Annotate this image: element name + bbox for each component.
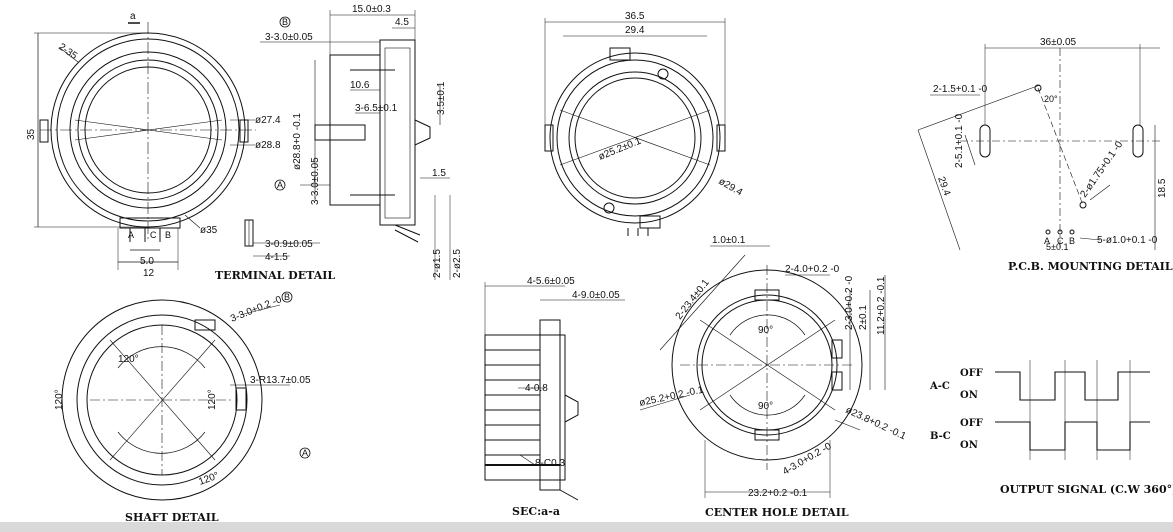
top-view xyxy=(544,18,726,236)
datum-a-marker-shaft xyxy=(299,447,311,459)
dim-d23-8-tol: ø23.8+0.2 -0.1 xyxy=(844,405,908,443)
dim-3-5: 3.5±0.1 xyxy=(436,81,447,115)
dim-90-lower: 90° xyxy=(758,401,773,412)
signal-on-1: ON xyxy=(960,390,978,401)
pin-label-c: C xyxy=(150,230,157,240)
title-shaft-detail: SHAFT DETAIL xyxy=(125,511,219,524)
dim-29-4: 29.4 xyxy=(625,25,645,36)
pin-label-a-pcb: A xyxy=(1044,236,1050,246)
dim-3-3-0-shaft: 3-3.0+0.2 -0 xyxy=(229,294,284,325)
dim-8-c0-3: 8-C0.3 xyxy=(535,458,565,469)
side-view xyxy=(260,10,451,280)
dim-3-r13-7: 3-R13.7±0.05 xyxy=(250,375,311,386)
section-label-a: a xyxy=(130,11,136,22)
dim-2-d2-5: 2-ø2.5 xyxy=(452,249,463,278)
center-hole-detail xyxy=(639,245,886,498)
dim-2-d1-75: 2-ø1.75+0.1 -0 xyxy=(1078,139,1125,200)
dim-d27-4: ø27.4 xyxy=(255,115,281,126)
dim-90-upper: 90° xyxy=(758,325,773,336)
signal-off-1: OFF xyxy=(960,368,983,379)
dim-d25-2: ø25.2±0.1 xyxy=(597,136,643,163)
datum-b-text: B xyxy=(282,17,288,27)
pin-label-a: A xyxy=(128,230,134,240)
dim-5-0: 5.0 xyxy=(140,256,154,267)
dim-4-9-0: 4-9.0±0.05 xyxy=(572,290,620,301)
dim-5-d1-0: 5-ø1.0+0.1 -0 xyxy=(1097,235,1158,246)
datum-b-marker-shaft xyxy=(281,291,293,303)
datum-a-text-shaft: A xyxy=(302,448,308,458)
dim-120-lower: 120° xyxy=(197,470,220,487)
pin-label-b: B xyxy=(165,230,171,240)
dim-3-6-5: 3-6.5±0.1 xyxy=(355,103,398,114)
title-terminal-detail: TERMINAL DETAIL xyxy=(215,269,335,282)
signal-on-2: ON xyxy=(960,440,978,451)
dim-2-3-0: 2-3.0+0.2 -0 xyxy=(844,275,855,330)
dim-120-left: 120° xyxy=(54,389,65,410)
dim-2-35: 2-35 xyxy=(56,41,79,62)
section-aa xyxy=(484,282,625,501)
shaft-detail xyxy=(61,299,290,501)
pcb-mounting-detail xyxy=(917,44,1160,251)
datum-b-marker xyxy=(279,16,291,28)
dim-15: 15.0±0.3 xyxy=(352,4,391,15)
front-view xyxy=(34,22,256,270)
dim-23-2: 23.2+0.2 -0.1 xyxy=(748,488,808,499)
dim-d25-2-tol: ø25.2+0.2 -0.1 xyxy=(638,385,705,409)
dim-120-upper: 120° xyxy=(118,354,139,365)
dim-4-0-8: 4-0.8 xyxy=(525,383,548,394)
pin-label-b-pcb: B xyxy=(1069,236,1075,246)
dim-2-0-1: 2±0.1 xyxy=(858,305,869,330)
dim-4-5: 4.5 xyxy=(395,17,409,28)
dim-3-0-9: 3-0.9±0.05 xyxy=(265,239,313,250)
terminal-detail xyxy=(244,219,320,257)
dim-d28-8-tol: ø28.8+0 -0.1 xyxy=(292,113,303,170)
title-pcb-mounting-detail: P.C.B. MOUNTING DETAIL xyxy=(1008,260,1173,273)
signal-label-bc: B-C xyxy=(930,431,951,442)
signal-label-ac: A-C xyxy=(929,381,950,392)
dim-5-0-1-pcb: 5±0.1 xyxy=(1046,242,1068,252)
dim-2-5-1: 2-5.1+0.1 -0 xyxy=(954,113,965,168)
dim-3-3-0-v: 3-3.0±0.05 xyxy=(310,157,321,205)
title-sec-aa: SEC:a-a xyxy=(512,505,560,518)
dim-20-deg: 20° xyxy=(1044,94,1058,104)
dim-4-1-5: 4-1.5 xyxy=(265,252,288,263)
dim-1-5: 1.5 xyxy=(432,168,446,179)
bottom-scroll-strip xyxy=(0,522,1173,532)
dim-d35: ø35 xyxy=(200,225,218,236)
dim-36-pcb: 36±0.05 xyxy=(1040,37,1077,48)
dim-2-d1-5: 2-ø1.5 xyxy=(432,249,443,278)
datum-b-text-shaft: B xyxy=(284,292,290,302)
output-signal-waveform xyxy=(995,360,1150,460)
title-center-hole-detail: CENTER HOLE DETAIL xyxy=(705,506,849,519)
dim-35-vertical: 35 xyxy=(26,128,37,140)
dim-120-right: 120° xyxy=(207,389,218,410)
pin-label-c-pcb: C xyxy=(1057,236,1064,246)
datum-a-text: A xyxy=(277,180,283,190)
dim-3-3-0: 3-3.0±0.05 xyxy=(265,32,313,43)
dim-1-0: 1.0±0.1 xyxy=(712,235,746,246)
dim-2-1-5-pcb: 2-1.5+0.1 -0 xyxy=(933,84,988,95)
dim-18-5: 18.5 xyxy=(1157,178,1168,198)
dim-2-4-0: 2-4.0+0.2 -0 xyxy=(785,264,840,275)
dim-d29-4: ø29.4 xyxy=(717,176,745,199)
dim-4-3-0: 4-3.0+0.2 -0 xyxy=(781,441,834,478)
title-output-signal: OUTPUT SIGNAL (C.W 360°) xyxy=(1000,483,1173,496)
datum-a-marker xyxy=(274,179,286,191)
dim-d28-8: ø28.8 xyxy=(255,140,281,151)
signal-off-2: OFF xyxy=(960,418,983,429)
dim-11-2: 11.2+0.2 -0.1 xyxy=(876,276,887,335)
dim-12: 12 xyxy=(143,268,155,279)
dim-10-6: 10.6 xyxy=(350,80,370,91)
dim-36-5: 36.5 xyxy=(625,11,645,22)
dim-2-23-4: 2-23.4±0.1 xyxy=(674,277,712,322)
dim-4-5-6: 4-5.6±0.05 xyxy=(527,276,575,287)
